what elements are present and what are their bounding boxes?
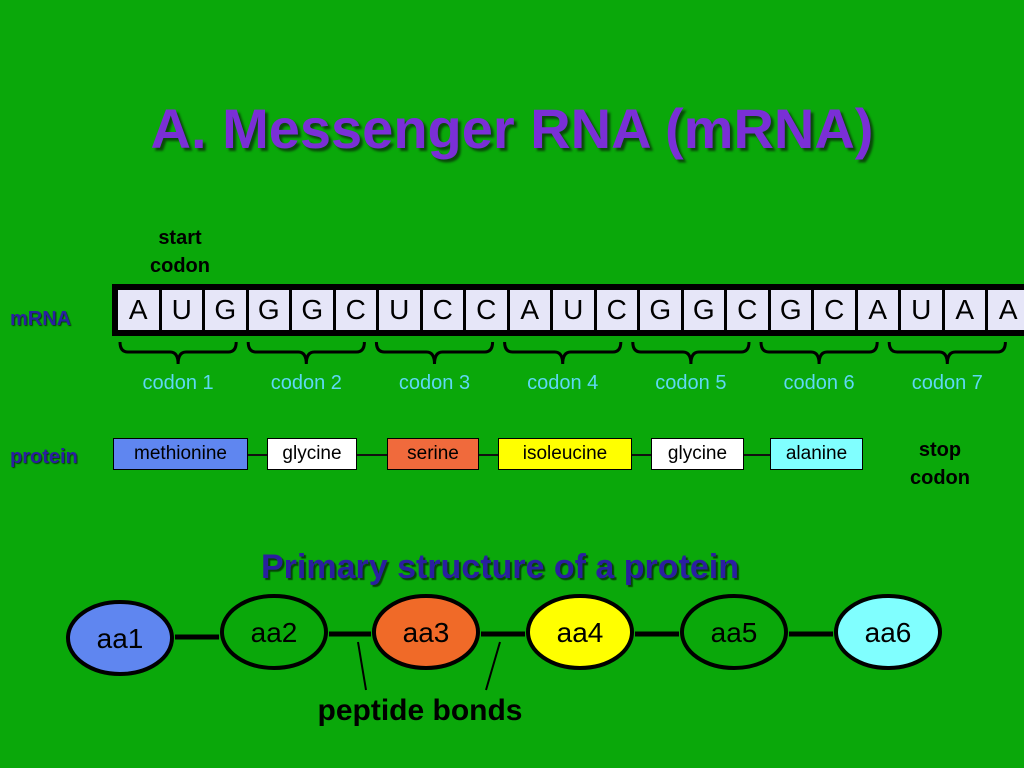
mrna-base: G — [683, 290, 724, 330]
stop-codon-label: stop codon — [890, 436, 990, 492]
codon-brace — [759, 341, 879, 365]
stop-codon-line2: codon — [910, 467, 970, 489]
mrna-base: G — [292, 290, 333, 330]
codon-brace — [246, 341, 366, 365]
codon-brace — [503, 341, 623, 365]
amino-acid-box: glycine — [651, 438, 744, 470]
bead-label: aa3 — [403, 617, 450, 648]
mrna-base: U — [553, 290, 594, 330]
mrna-base: C — [466, 290, 507, 330]
bead-label: aa5 — [711, 617, 758, 648]
peptide-bonds-label: peptide bonds — [317, 694, 523, 727]
start-codon-line1: start — [158, 227, 202, 249]
stop-codon-line1: stop — [918, 439, 962, 461]
codon-braces — [118, 341, 1007, 365]
slide-title: A. Messenger RNA (mRNA) — [150, 97, 874, 160]
amino-acid-box: methionine — [113, 438, 248, 470]
mrna-base: A — [988, 290, 1024, 330]
mrna-base: A — [857, 290, 898, 330]
pointer-line — [357, 641, 367, 691]
bead-chain: aa1 aa2 aa3 aa4 aa5 aa6 — [66, 594, 942, 691]
mrna-base: A — [944, 290, 985, 330]
bead-label: aa2 — [251, 617, 298, 648]
codon-label: codon 7 — [911, 372, 983, 394]
mrna-label: mRNA — [10, 308, 72, 330]
mrna-base: C — [596, 290, 637, 330]
mrna-base: A — [509, 290, 550, 330]
amino-acid-link — [248, 454, 267, 456]
mrna-base: U — [161, 290, 202, 330]
pointer-line — [485, 641, 501, 691]
amino-acid-box: isoleucine — [498, 438, 632, 470]
codon-brace — [118, 341, 238, 365]
amino-acid-bead — [680, 594, 788, 670]
mrna-base: G — [248, 290, 289, 330]
protein-label: protein — [10, 446, 78, 468]
amino-acid-link — [357, 454, 387, 456]
codon-label: codon 4 — [527, 372, 599, 394]
amino-acid-link — [479, 454, 498, 456]
codon-brace — [374, 341, 495, 365]
primary-structure-heading: Primary structure of a protein — [260, 548, 739, 586]
mrna-base: C — [814, 290, 855, 330]
bead-label: aa1 — [97, 623, 144, 654]
bead-label: aa6 — [865, 617, 912, 648]
amino-acid-bead — [834, 594, 942, 670]
bead-label: aa4 — [557, 617, 604, 648]
mrna-base: G — [205, 290, 246, 330]
amino-acid-bead — [66, 600, 174, 676]
mrna-base: G — [640, 290, 681, 330]
codon-label: codon 5 — [655, 372, 727, 394]
amino-acid-box: serine — [387, 438, 479, 470]
codon-brace — [887, 341, 1007, 365]
amino-acid-box: glycine — [267, 438, 357, 470]
amino-acid-link — [632, 454, 651, 456]
amino-acid-bead — [220, 594, 328, 670]
codon-label: codon 2 — [270, 372, 342, 394]
codon-brace — [631, 341, 751, 365]
start-codon-line2: codon — [150, 255, 210, 277]
mrna-base: A — [118, 290, 159, 330]
mrna-base: C — [335, 290, 376, 330]
codon-label: codon 6 — [783, 372, 855, 394]
codon-label: codon 1 — [142, 372, 214, 394]
amino-acid-link — [744, 454, 770, 456]
amino-acid-box: alanine — [770, 438, 863, 470]
mrna-base: U — [901, 290, 942, 330]
amino-acid-bead — [372, 594, 480, 670]
start-codon-label: start codon — [120, 224, 240, 280]
mrna-base: G — [770, 290, 811, 330]
amino-acid-bead — [526, 594, 634, 670]
mrna-base: U — [379, 290, 420, 330]
codon-label: codon 3 — [398, 372, 471, 394]
mrna-base: C — [727, 290, 768, 330]
mrna-base: C — [422, 290, 463, 330]
